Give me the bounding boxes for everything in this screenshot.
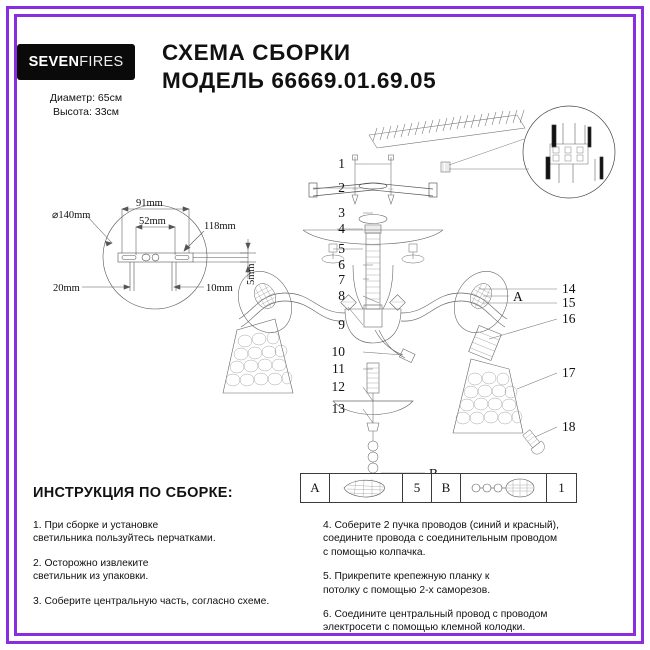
spec-diameter: Диаметр: 65см: [49, 92, 123, 104]
right-lamp-head: [452, 271, 545, 455]
legend-letter-b: B: [432, 474, 461, 502]
part-marker-a: A: [513, 289, 523, 304]
brand-logo-text: SEVENFIRES: [29, 54, 124, 70]
callout-4: 4: [338, 221, 345, 236]
callout-3: 3: [338, 205, 345, 220]
title-line-1: СХЕМА СБОРКИ: [162, 40, 351, 65]
brand-name-light: FIRES: [79, 54, 124, 70]
instruction-4: 4. Соберите 2 пучка проводов (синий и кр…: [323, 520, 559, 558]
chandelier-assembly-drawing: 1 2 3 4 5 6 7 8 9 10 11 12 13 14 15 16 1…: [217, 97, 633, 482]
page-title: СХЕМА СБОРКИ МОДЕЛЬ 66669.01.69.05: [162, 39, 582, 95]
central-hub: [340, 294, 406, 344]
callout-13: 13: [332, 401, 346, 416]
legend-qty-a: 5: [403, 474, 432, 502]
decorative-nuts: [321, 243, 425, 264]
callout-7: 7: [338, 272, 345, 287]
ceiling-canopy: [302, 214, 444, 245]
inner-border: [14, 14, 636, 636]
instructions-right-column: 4. Соберите 2 пучка проводов (синий и кр…: [323, 519, 628, 635]
callout-14: 14: [562, 281, 576, 296]
crystal-pendant-chain: [366, 393, 380, 477]
parts-legend-table: A 5 B: [300, 473, 577, 503]
terminal-block-detail: [440, 105, 616, 199]
left-lamp-head: [222, 271, 294, 394]
legend-art-crystal-drop: [330, 474, 403, 502]
product-specifications: Диаметр: 65см Высота: 33см: [21, 91, 151, 119]
brand-logo: SEVENFIRES: [17, 44, 135, 80]
dim-label-10mm: 10mm: [206, 283, 233, 294]
ceiling-hatching: [368, 109, 526, 149]
legend-qty-b: 1: [558, 480, 565, 495]
callout-lines-right: [479, 288, 558, 438]
connection-wire: [374, 329, 416, 363]
instruction-3: 3. Соберите центральную часть, согласно …: [33, 595, 270, 607]
callout-17: 17: [562, 365, 576, 380]
callout-5: 5: [338, 241, 345, 256]
callout-2: 2: [338, 180, 345, 195]
legend-letter-a: A: [301, 474, 330, 502]
legend-art-crystal-chain: [461, 474, 547, 502]
ceiling-screws: [351, 154, 395, 205]
callout-9: 9: [338, 317, 345, 332]
brand-name-bold: SEVEN: [28, 54, 80, 70]
callout-6: 6: [338, 257, 345, 272]
title-line-2: МОДЕЛЬ 66669.01.69.05: [162, 68, 437, 93]
spec-height: Высота: 33см: [52, 106, 120, 118]
callout-11: 11: [332, 361, 345, 376]
callout-8: 8: [338, 288, 345, 303]
dim-label-118mm: 118mm: [204, 221, 236, 232]
dim-label-20mm: 20mm: [53, 283, 80, 294]
lower-threaded-rod: [366, 362, 380, 394]
instruction-6: 6. Соедините центральный провод с провод…: [323, 609, 548, 634]
outer-border: [6, 6, 644, 644]
diagram-sheet: SEVENFIRES Диаметр: 65см Высота: 33см СХ…: [17, 17, 633, 633]
callout-16: 16: [562, 311, 576, 326]
dim-label-diameter: ⌀140mm: [52, 210, 90, 221]
mounting-plate-dimension-drawing: 91mm 52mm 118mm ⌀140mm 20mm 10mm 5mm: [52, 187, 282, 322]
callout-15: 15: [562, 295, 576, 310]
mounting-bracket: [308, 182, 438, 198]
callout-18: 18: [562, 419, 576, 434]
callout-10: 10: [332, 344, 346, 359]
callout-12: 12: [332, 379, 346, 394]
instructions-title: ИНСТРУКЦИЯ ПО СБОРКЕ:: [33, 485, 233, 501]
callout-1: 1: [338, 156, 345, 171]
dim-label-52mm: 52mm: [139, 216, 166, 227]
dim-label-91mm: 91mm: [136, 198, 163, 209]
dim-label-5mm: 5mm: [246, 263, 257, 285]
chandelier-arms: [238, 292, 508, 328]
callout-lines-left: [313, 163, 404, 424]
